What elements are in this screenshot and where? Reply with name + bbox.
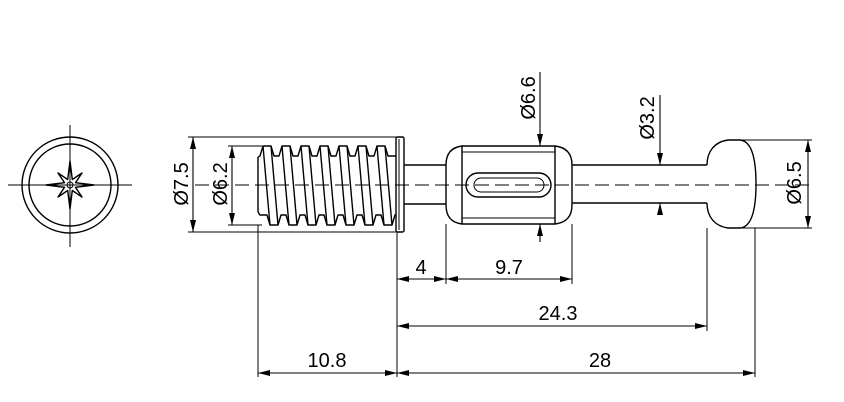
dimension-label: Ø7.5 [171,162,193,205]
end-view [8,125,132,247]
dimension-label: Ø6.5 [784,161,806,204]
ball-head [706,139,757,229]
sleeve [445,145,573,225]
dimension-sleeve-length: 9.7 [446,257,572,282]
threaded-section [257,145,396,226]
dimension-flange-to-sleeve: 4 [397,257,446,282]
dimension-label: 28 [589,350,611,372]
thread-helix-lines [262,145,393,226]
flange [395,136,405,233]
pozi-drive-star-icon [45,160,95,210]
dimension-thread-core: Ø6.2 [210,145,262,226]
end-view-outer-circle [21,136,119,234]
sleeve-slot [465,172,552,198]
dimension-overall-length: 28 [397,350,755,376]
dimension-thread-length: 10.8 [258,350,397,376]
dimension-sleeve-diameter: Ø6.6 [518,72,543,242]
dimension-shaft-diameter: Ø3.2 [637,95,663,215]
dimension-thread-outer: Ø7.5 [171,136,396,233]
dimension-ball-head-diameter: Ø6.5 [740,139,812,229]
dimension-label: 9.7 [495,257,523,279]
length-extension-lines [257,224,756,377]
dimension-flange-to-ball: 24.3 [397,303,707,329]
dimension-label: Ø6.6 [518,76,540,119]
sleeve-slot-inner [473,177,545,193]
dimension-label: 10.8 [308,350,347,372]
thread-top-profile [257,145,396,158]
shaft [404,164,707,205]
dimension-label: 24.3 [539,303,578,325]
dimension-label: Ø3.2 [637,96,659,139]
end-view-inner-circle [28,143,112,227]
dimension-label: Ø6.2 [210,162,232,205]
pozi-drive-center [66,181,74,189]
dimension-label: 4 [415,257,426,279]
